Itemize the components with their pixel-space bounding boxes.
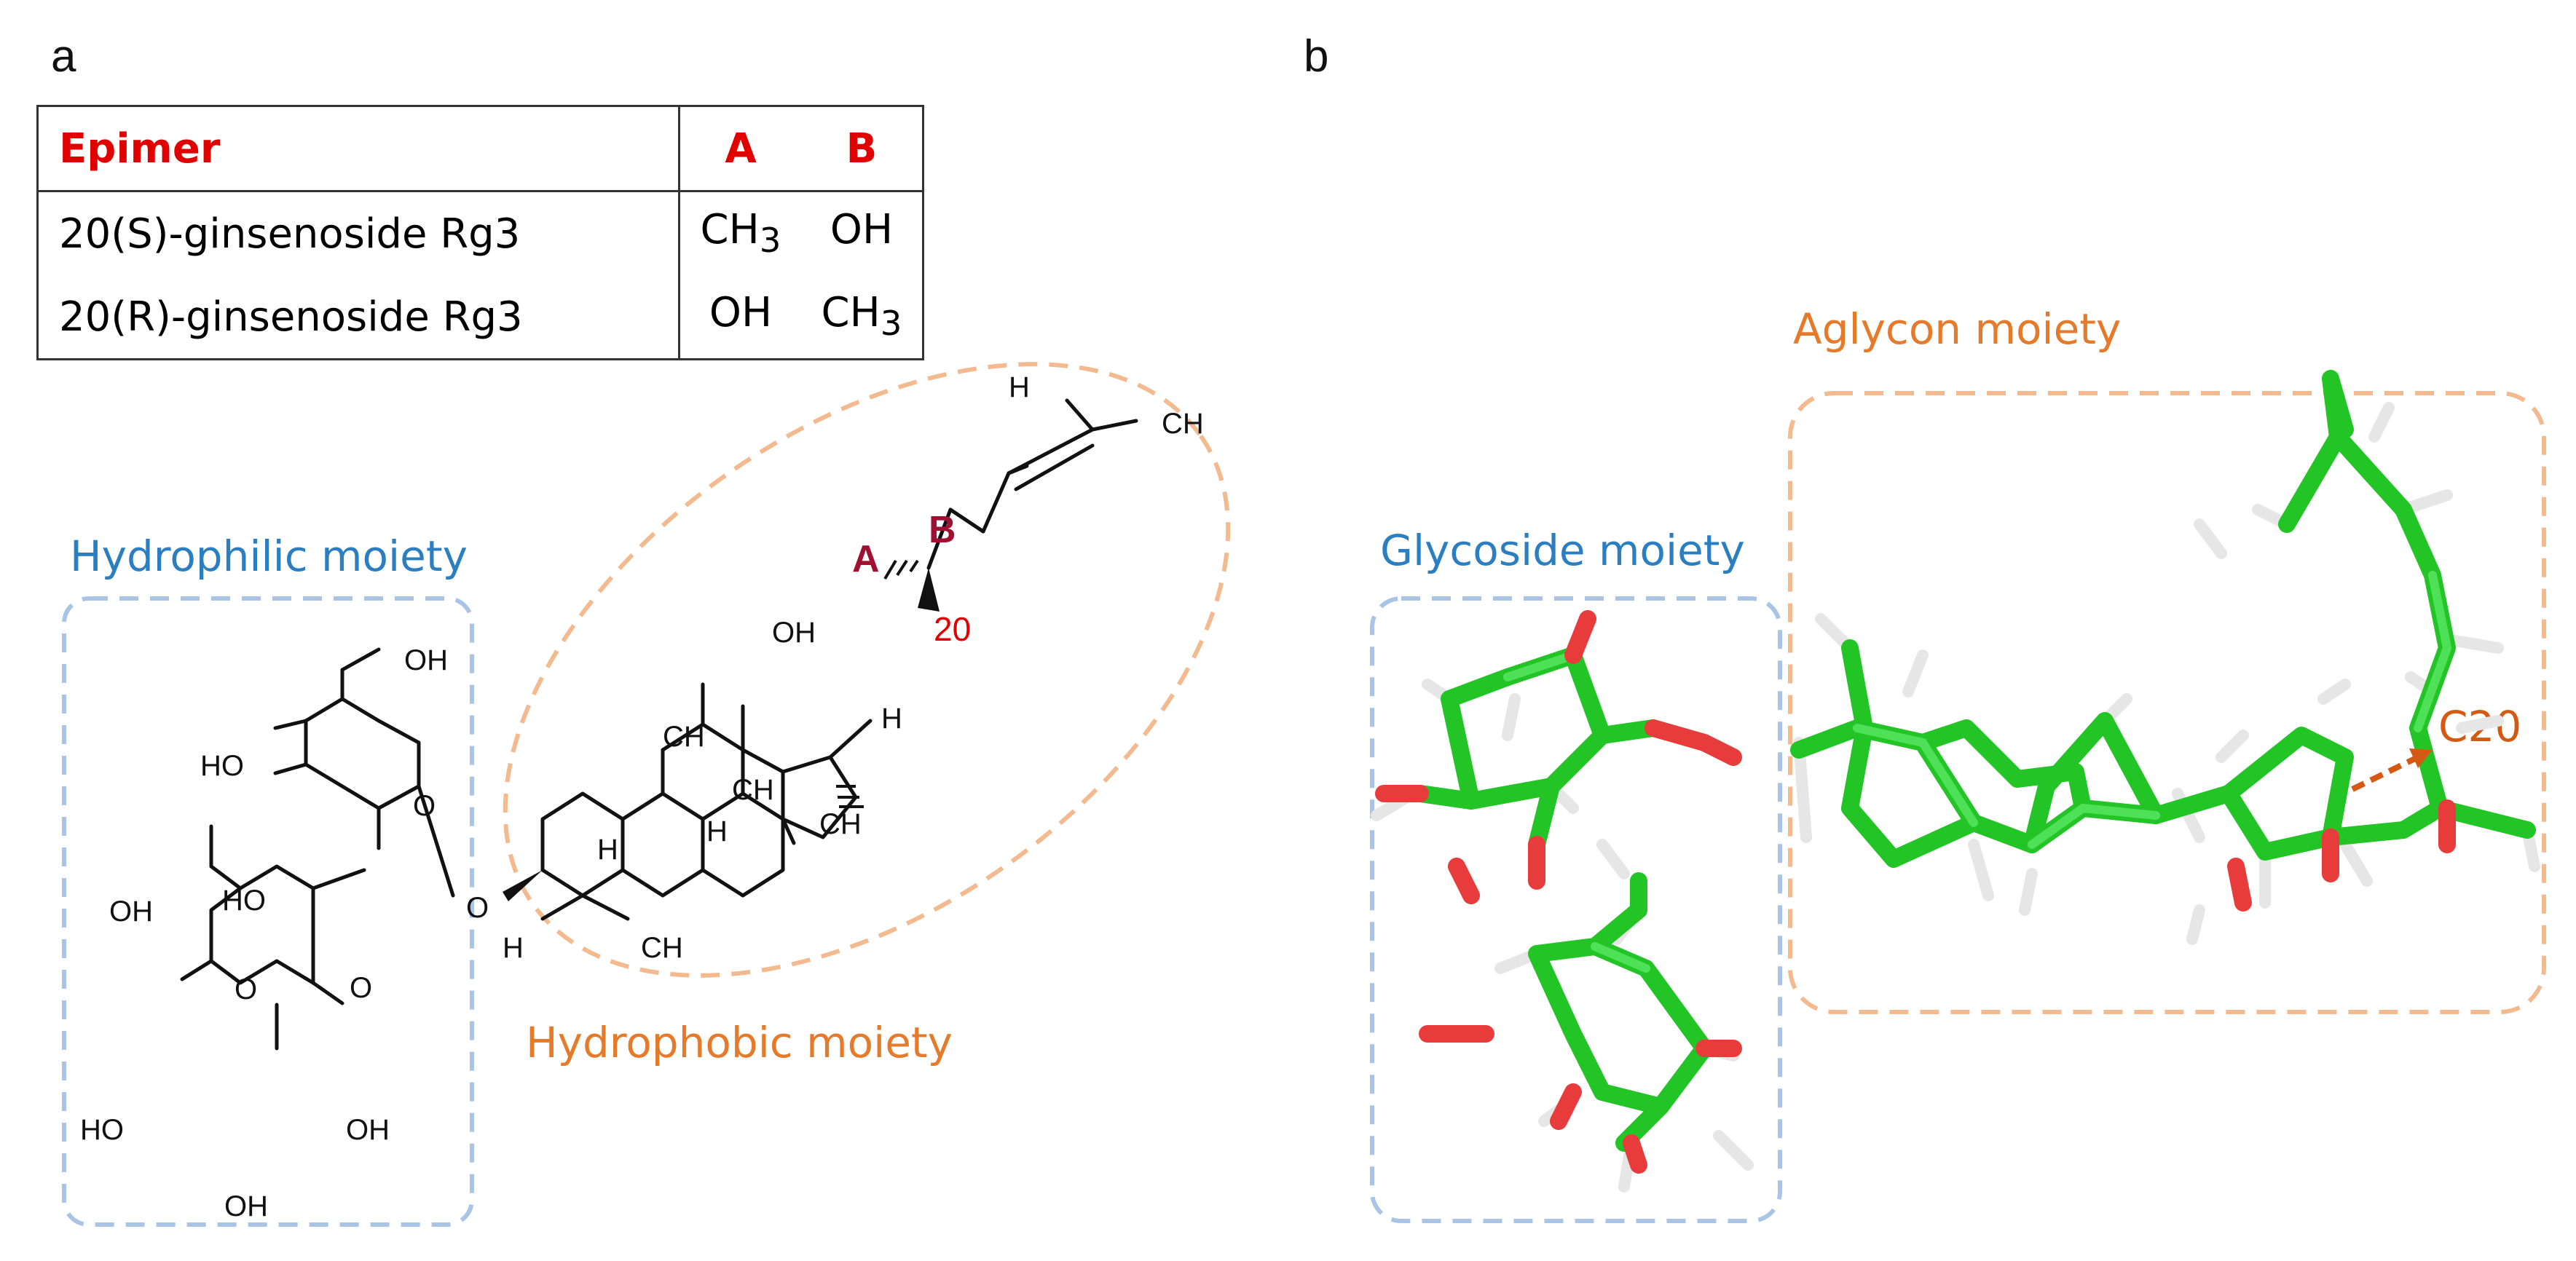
c20-arrow xyxy=(2351,748,2433,792)
atom-label: OH xyxy=(109,896,153,928)
table-row: 20(R)-ginsenoside Rg3 OH CH3 xyxy=(36,275,924,360)
aglycon-moiety-label: Aglycon moiety xyxy=(1793,304,2122,354)
atom-label: OH xyxy=(346,1114,390,1146)
atom-label: O xyxy=(466,892,489,924)
marker-a: A xyxy=(852,538,880,580)
glycoside-moiety-label: Glycoside moiety xyxy=(1380,526,1745,575)
epimer-table-header: Epimer A B xyxy=(36,105,924,192)
atom-label: O xyxy=(413,790,436,822)
atom-label: H xyxy=(881,703,902,735)
wedge-bond xyxy=(918,568,940,612)
row-name: 20(R)-ginsenoside Rg3 xyxy=(36,275,680,360)
wedge-bond xyxy=(503,870,543,901)
hydrophilic-dashed-box xyxy=(62,596,474,1227)
header-b: B xyxy=(801,105,924,192)
atom-label: HO xyxy=(80,1114,124,1146)
atom-label: O xyxy=(350,972,372,1004)
row-name: 20(S)-ginsenoside Rg3 xyxy=(36,190,680,275)
hydrophobic-moiety-label: Hydrophobic moiety xyxy=(526,1018,953,1067)
atom-label: OH xyxy=(772,617,816,649)
atom-label: CH xyxy=(1162,408,1204,440)
atom-labels: OH O HO HO O O OH O HO OH OH OH CH CH CH… xyxy=(80,371,1204,1222)
atom-label: CH xyxy=(819,808,862,840)
oxygen-bonds xyxy=(1375,610,2456,1174)
aglycon-dashed-box xyxy=(1788,391,2546,1014)
header-epimer: Epimer xyxy=(36,105,680,192)
atom-label: OH xyxy=(224,1190,268,1222)
glycoside-dashed-box xyxy=(1370,596,1782,1223)
atom-label: H xyxy=(503,932,524,964)
table-row: 20(S)-ginsenoside Rg3 CH3 OH xyxy=(36,190,924,275)
atom-label: H xyxy=(1009,371,1030,403)
panel-letter-b: b xyxy=(1304,31,1329,82)
row-b-value: CH3 xyxy=(801,275,924,360)
row-a-value: OH xyxy=(678,275,801,360)
atom-label: CH xyxy=(641,932,683,964)
atom-label: O xyxy=(235,973,257,1005)
atom-label: CH xyxy=(663,721,705,753)
atom-label: OH xyxy=(404,644,448,676)
carbon-highlights xyxy=(1503,571,2452,973)
header-a: A xyxy=(678,105,801,192)
carbon-bonds xyxy=(1411,370,2536,1152)
atom-label: HO xyxy=(222,885,266,917)
atom-label: CH xyxy=(732,774,774,806)
hydrophobic-dashed-ellipse xyxy=(503,362,1231,978)
hydrophilic-moiety-label: Hydrophilic moiety xyxy=(70,531,468,581)
row-a-value: CH3 xyxy=(678,190,801,275)
c20-position-label: 20 xyxy=(934,610,971,648)
epimer-table: Epimer A B 20(S)-ginsenoside Rg3 CH3 OH … xyxy=(36,105,924,360)
chemical-structure-diagram: OH O HO HO O O OH O HO OH OH OH CH CH CH… xyxy=(62,362,1231,1227)
atom-label: H xyxy=(597,834,618,866)
atom-label: H xyxy=(706,815,728,847)
row-b-value: OH xyxy=(801,190,924,275)
hash-bonds xyxy=(836,559,919,808)
marker-b: B xyxy=(929,509,956,551)
bond-lines xyxy=(180,398,1138,1051)
epimer-markers: A B xyxy=(852,509,956,580)
atom-label: HO xyxy=(200,750,244,782)
stick-model-3d xyxy=(1370,370,2546,1223)
panel-letter-a: a xyxy=(51,31,76,82)
